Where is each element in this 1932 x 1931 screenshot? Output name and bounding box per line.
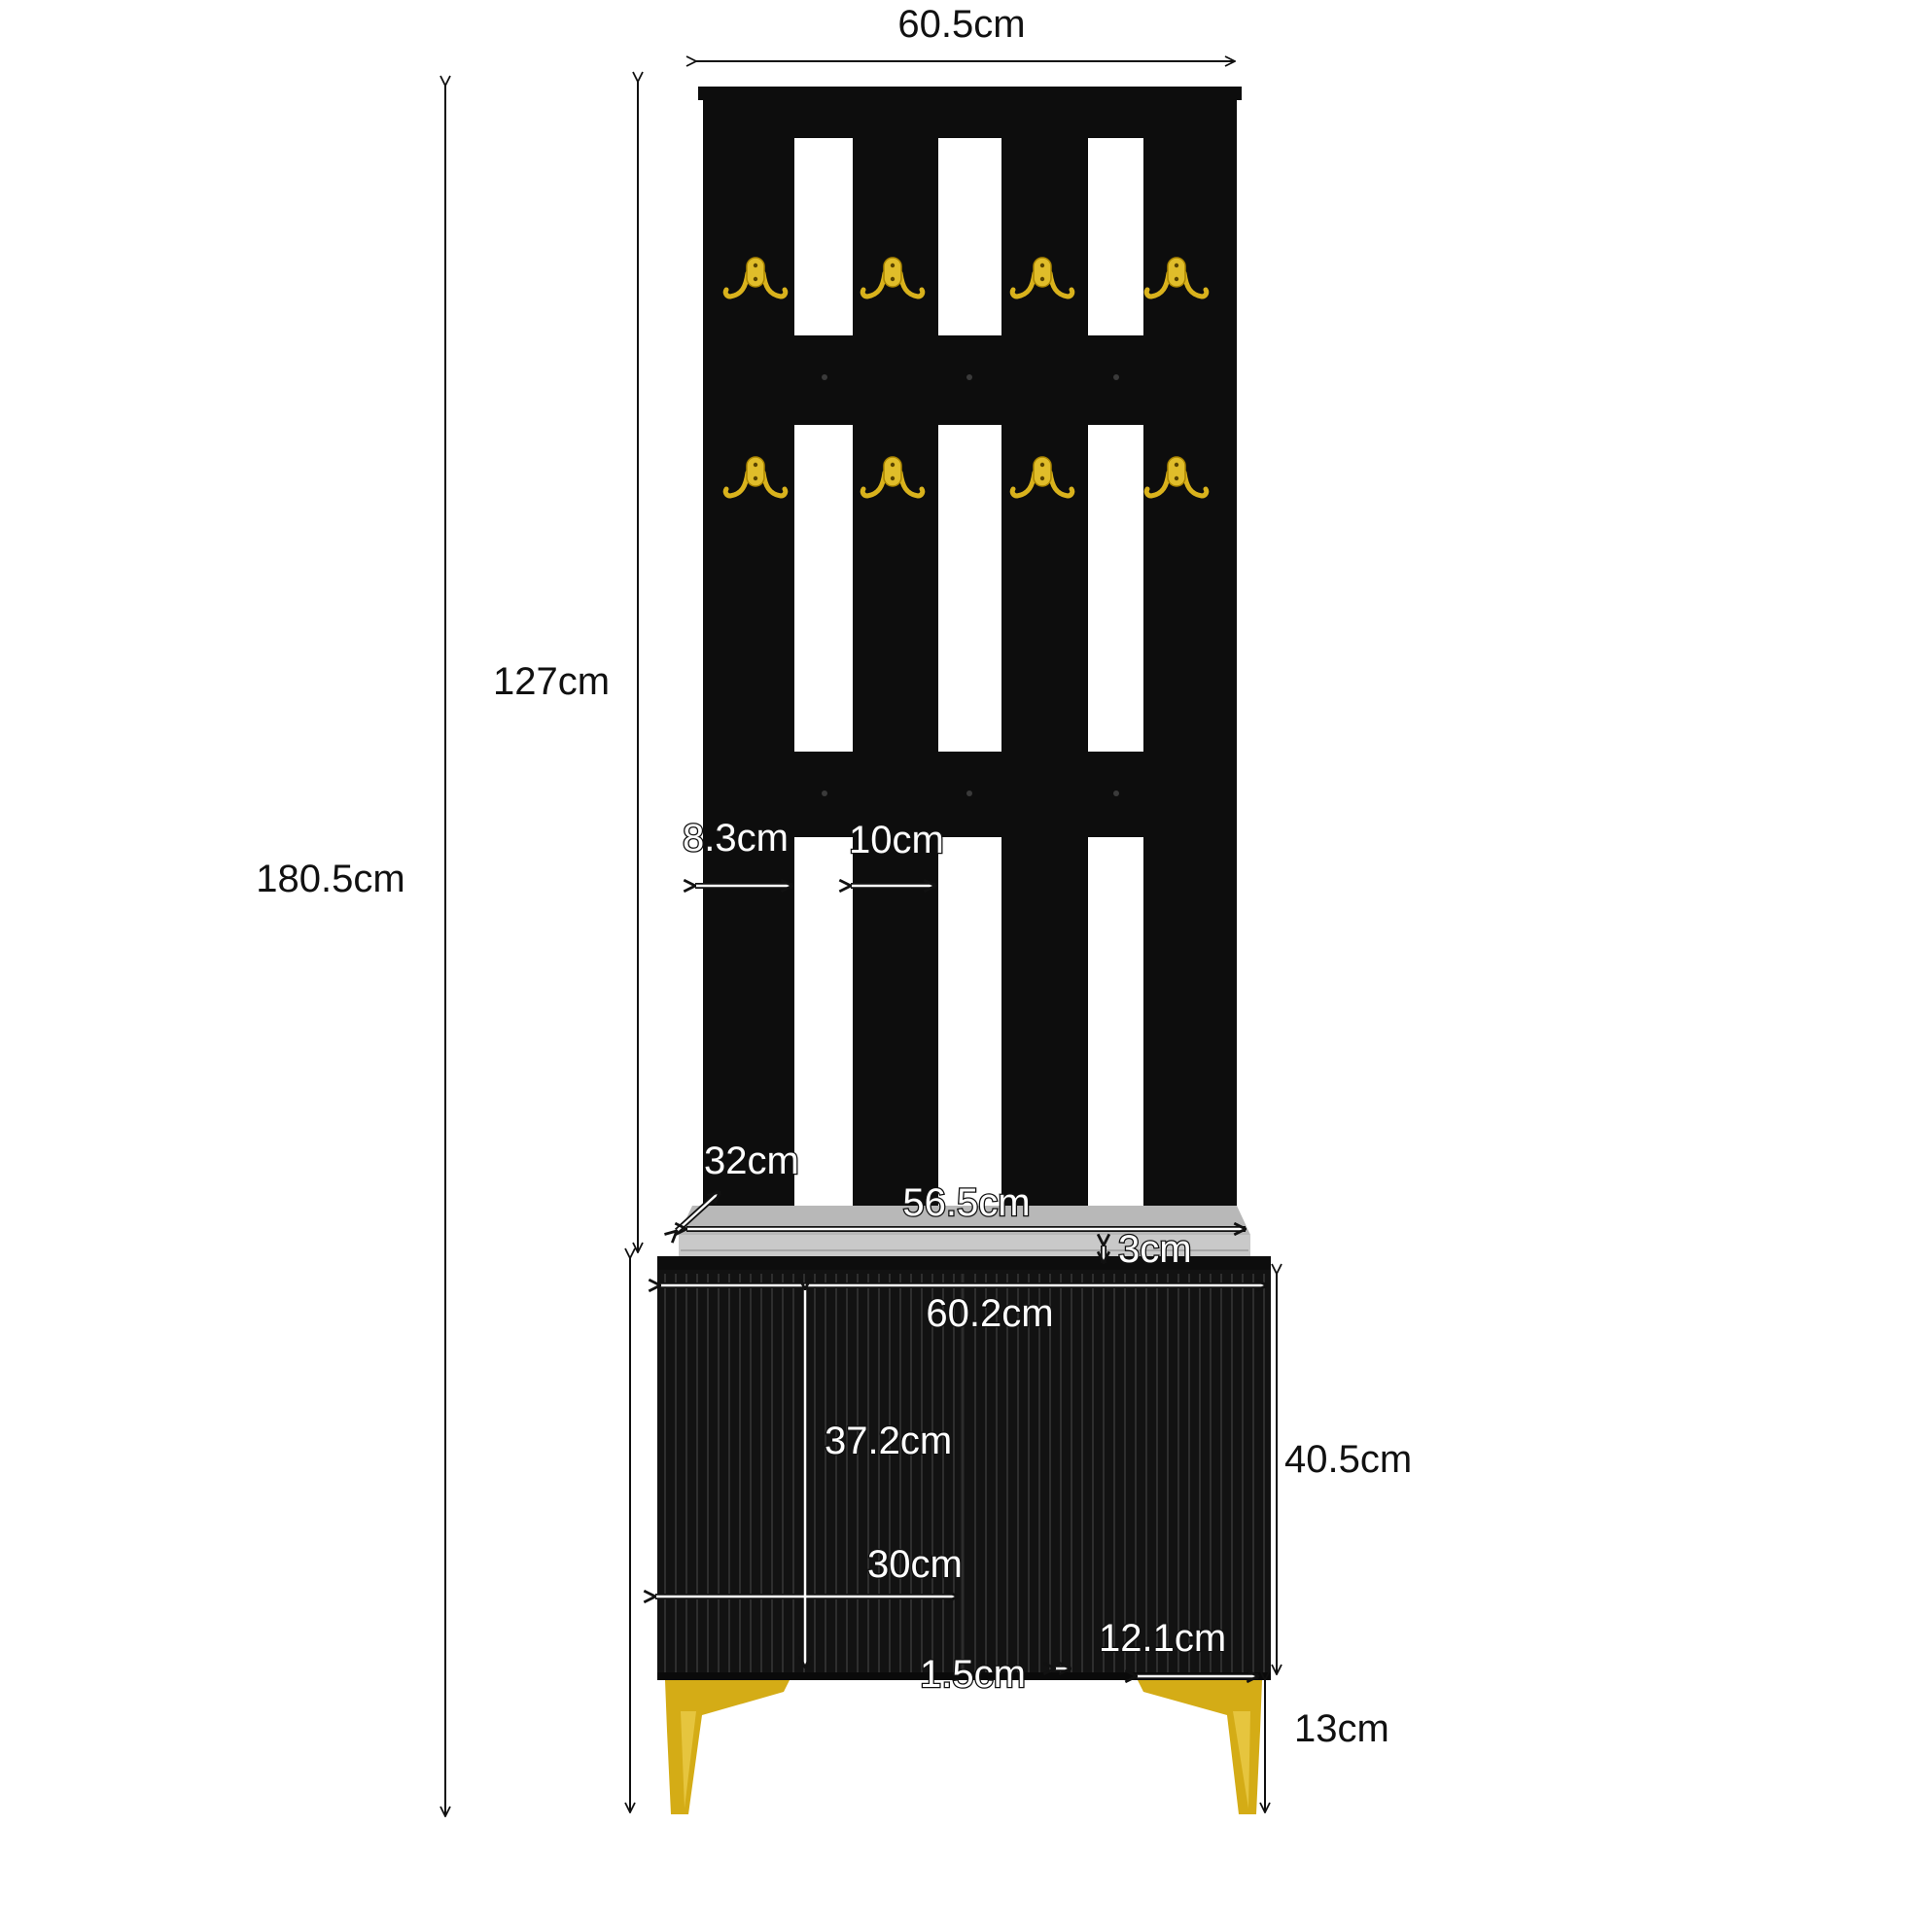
hall-tree-panel (698, 87, 1242, 1206)
overall-width-label: 60.5cm (897, 3, 1025, 46)
right-side-panel (1223, 97, 1237, 1206)
inner-labels: 8.3cm 10cm 32cm 56.5cm 3cm 60.2cm 37.2cm… (682, 816, 1228, 1698)
door-height-label: 37.2cm (825, 1420, 952, 1462)
upper-crossbar (717, 335, 1223, 425)
slat-width-label: 10cm (849, 819, 944, 861)
fluted-doors (664, 1274, 1265, 1672)
shoe-cabinet (657, 1256, 1271, 1680)
left-side-panel (703, 97, 717, 1206)
outer-labels: 60.5cm 127cm 180.5cm 40.5cm 13cm (256, 3, 1412, 1750)
cushion-thickness-label: 3cm (1118, 1228, 1192, 1271)
cushion-depth-label: 32cm (704, 1140, 799, 1182)
cushion-width-label: 56.5cm (902, 1181, 1030, 1224)
gold-legs (665, 1680, 1262, 1814)
panel-height-label: 127cm (493, 660, 610, 703)
door-gap-label: 1.5cm (920, 1653, 1026, 1696)
door-width-label: 30cm (867, 1543, 963, 1586)
total-height-label: 180.5cm (256, 858, 404, 900)
cabinet-top (657, 1256, 1271, 1272)
top-rail (717, 97, 1223, 138)
left-leg (665, 1680, 790, 1814)
top-cap (698, 87, 1242, 100)
right-leg (1138, 1680, 1262, 1814)
leg-height-label: 13cm (1294, 1707, 1389, 1750)
dimension-lines (445, 61, 1277, 1816)
in-figure-dimension-lines-inner (655, 886, 1267, 1676)
leg-inset-label: 12.1cm (1099, 1617, 1226, 1660)
side-slat-width-label: 8.3cm (683, 817, 789, 860)
cabinet-height-label: 40.5cm (1284, 1438, 1412, 1481)
cabinet-width-label: 60.2cm (926, 1292, 1053, 1335)
